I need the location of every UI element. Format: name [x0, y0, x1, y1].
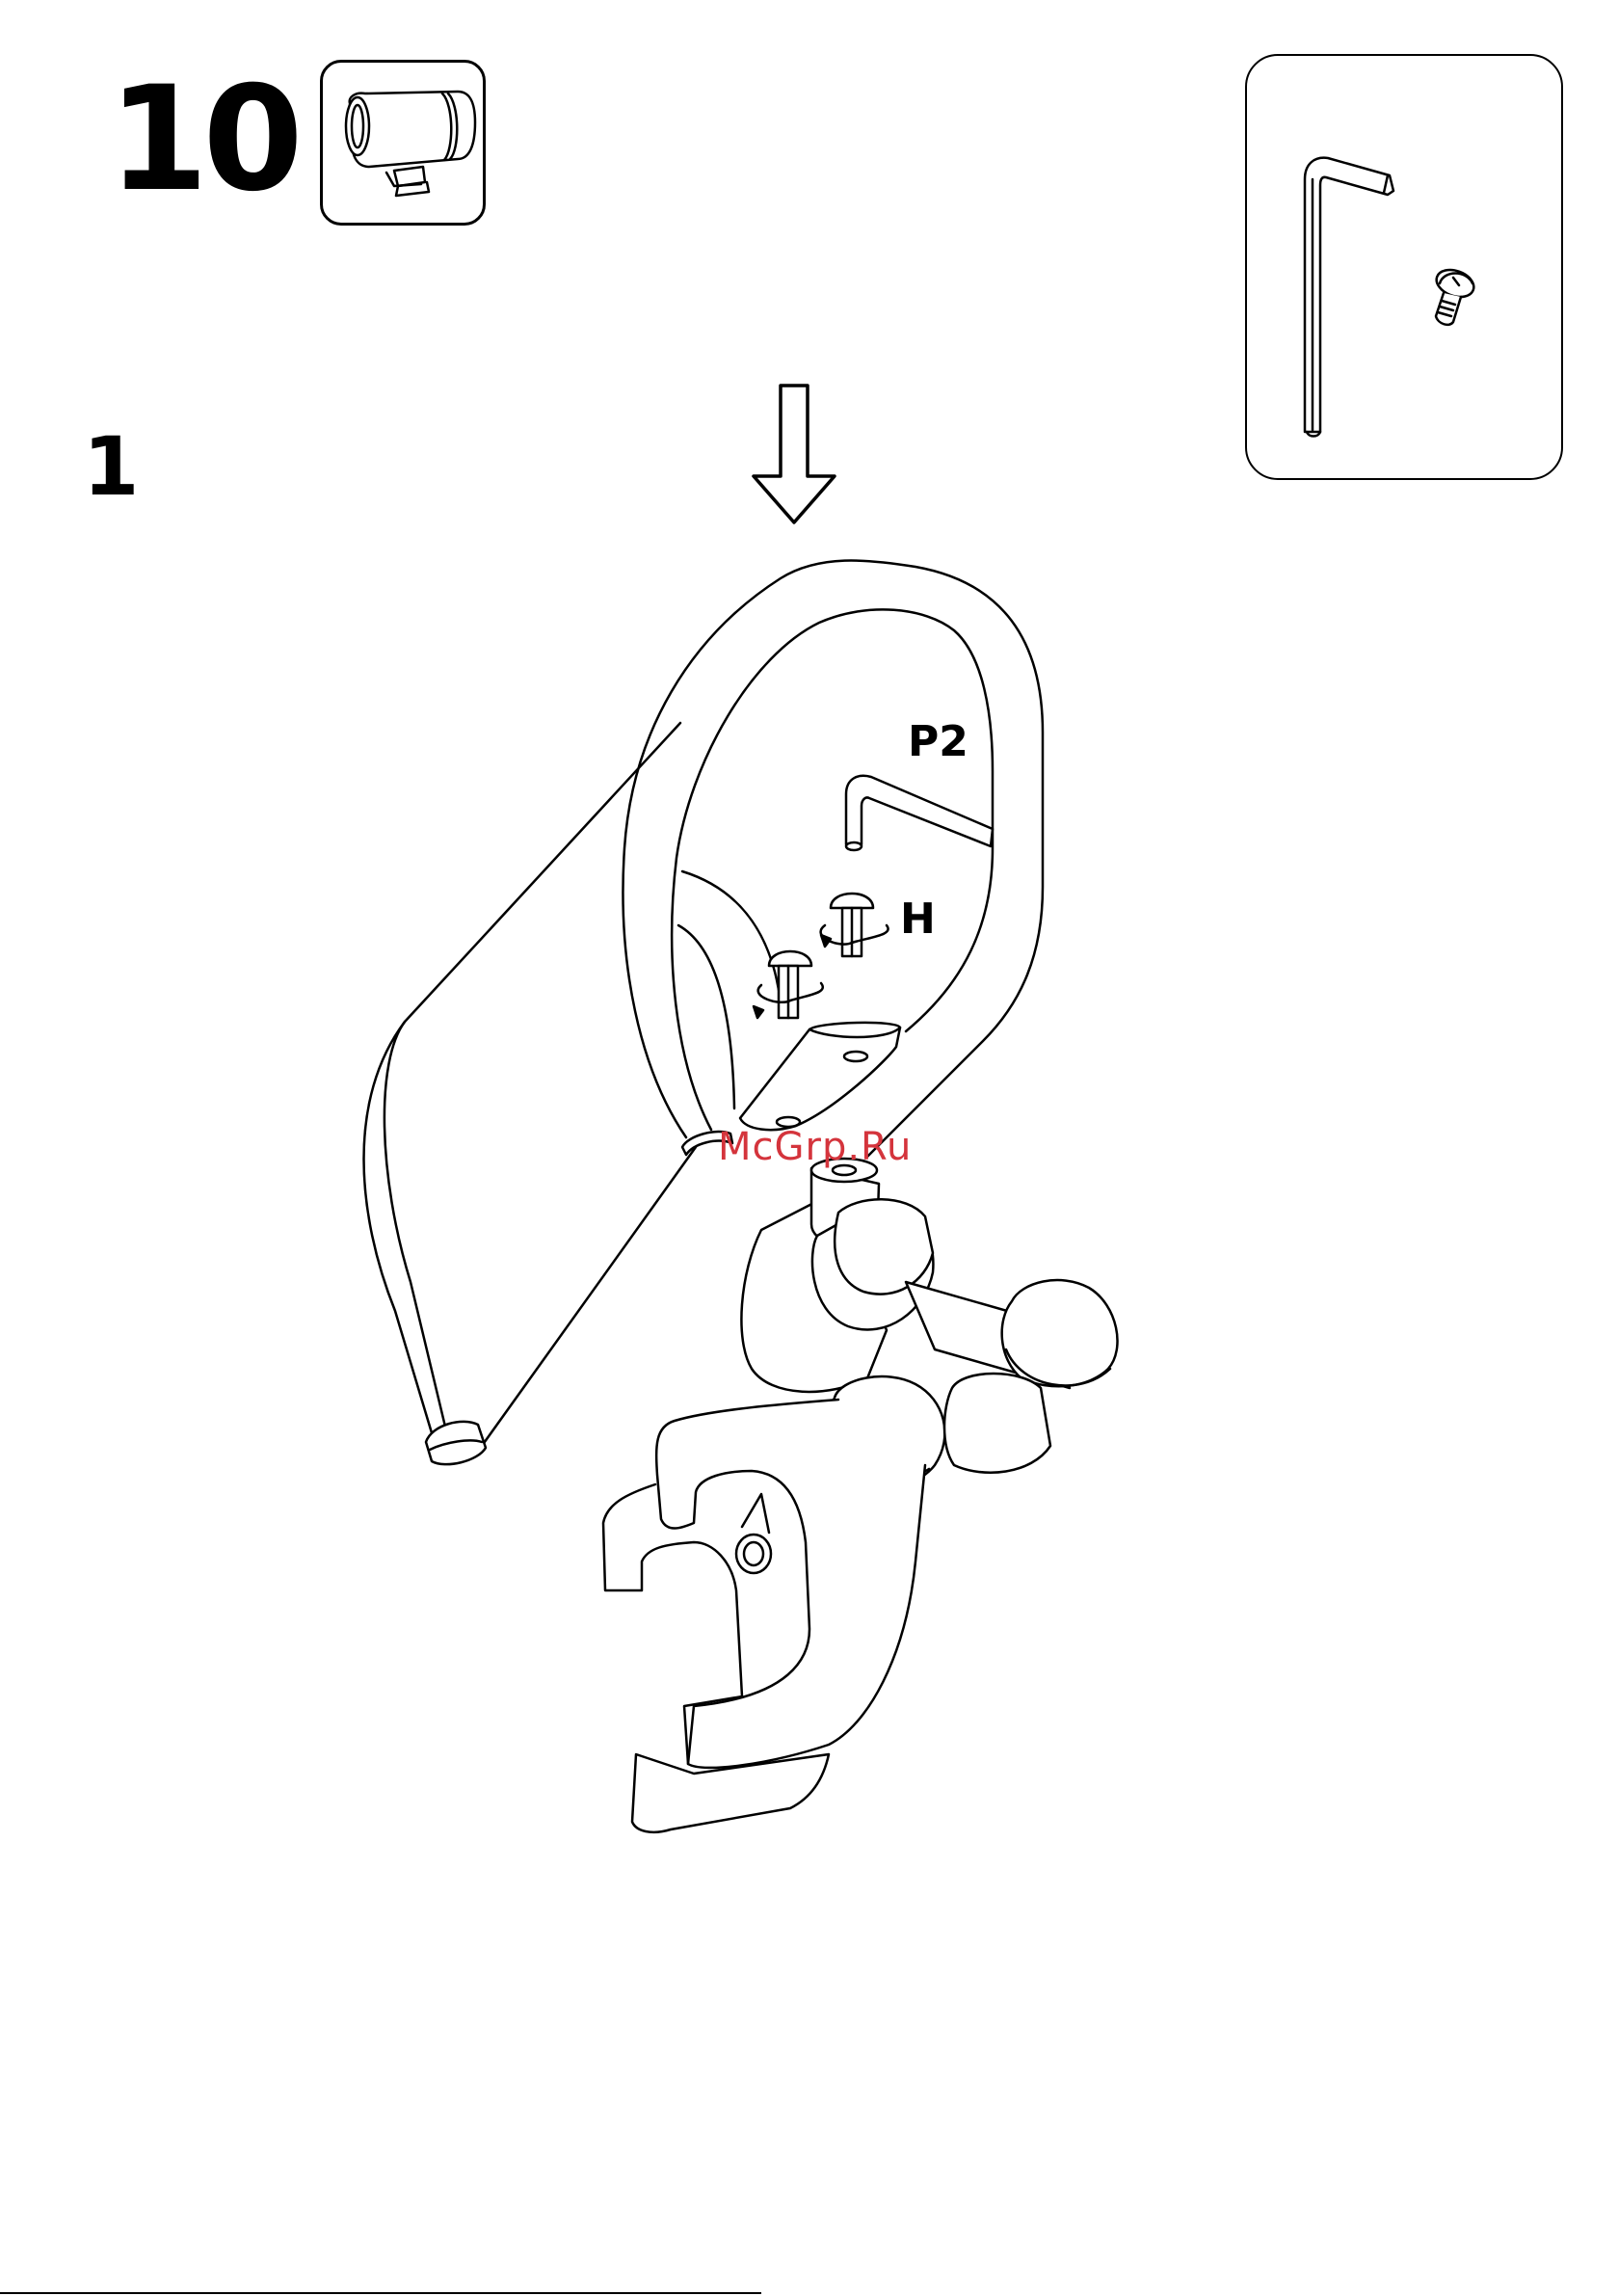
watermark-text: McGrp.Ru: [718, 1128, 912, 1166]
screw-label: H: [900, 898, 936, 941]
footer-rule: [0, 2292, 761, 2294]
hex-key-label: P2: [908, 721, 968, 763]
